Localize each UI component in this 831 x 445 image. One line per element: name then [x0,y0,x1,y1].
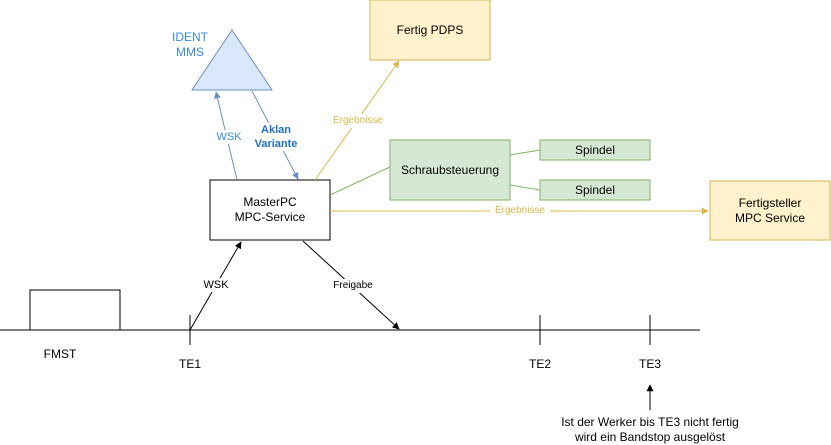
spindel-1-label: Spindel [574,142,616,157]
fertig-pdps-label: Fertig PDPS [396,22,464,37]
fmst-box [29,289,121,331]
schraub-to-spindel-2-line [509,184,541,191]
bandstop-note: Ist der Werker bis TE3 nicht fertig wird… [561,415,739,444]
aklan-label: Aklan Variante [252,123,300,151]
freigabe-label: Freigabe [327,279,379,293]
te2-label: TE2 [528,357,551,371]
fertigsteller-label: Fertigsteller MPC Service [734,195,805,225]
masterpc-to-schraub-line [329,166,391,196]
spindel-2-label: Spindel [574,182,616,197]
masterpc-label: MasterPC MPC-Service [234,195,306,224]
ergebnisse-pdps-label: Ergebnisse [328,114,388,128]
fertigsteller-box [709,180,831,241]
wsk-te1-label: WSK [200,278,232,292]
fertig-pdps-box [369,0,491,61]
wsk-to-ident-label: WSK [214,130,244,144]
ident-label: IDENT MMS [172,30,208,59]
masterpc-box [209,179,331,241]
schraub-to-spindel-1-line [509,149,541,156]
te1-label: TE1 [178,357,201,371]
fmst-label: FMST [43,347,77,361]
schraub-label: Schraubsteuerung [400,162,500,177]
ergebnisse-fertigsteller-label: Ergebnisse [490,205,550,217]
schraub-box [389,139,511,201]
te3-label: TE3 [638,357,661,371]
ident-triangle [191,29,273,91]
